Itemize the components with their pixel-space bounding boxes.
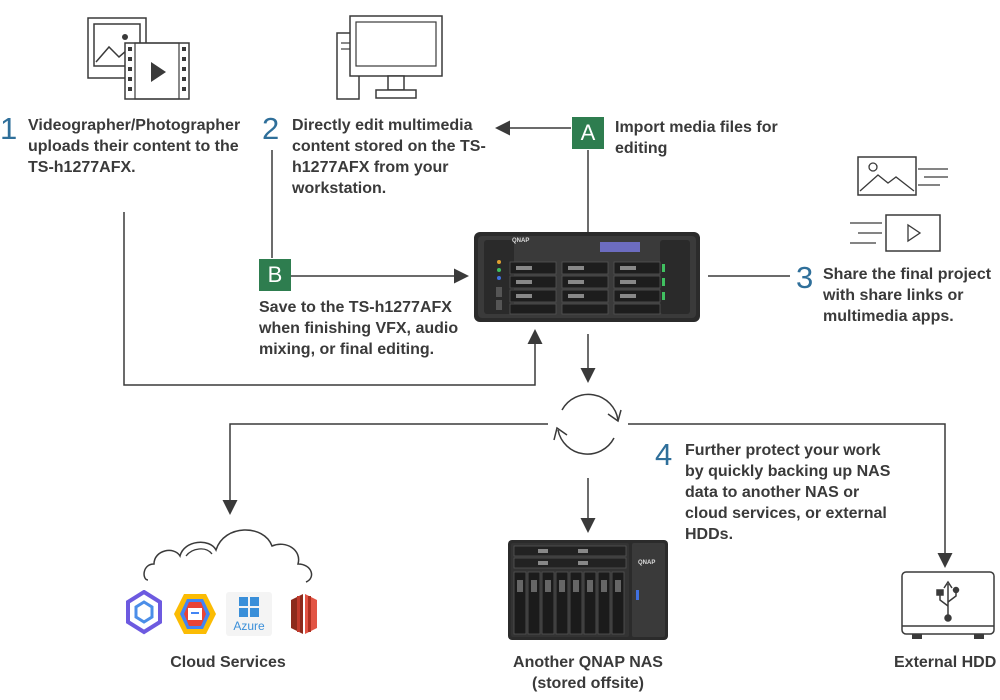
google-cloud-logo-icon xyxy=(174,594,216,634)
main-nas-device: QNAP xyxy=(474,232,700,322)
step-3-text: Share the final project with share links… xyxy=(823,266,992,325)
sync-icon xyxy=(561,393,619,421)
external-hdd-icon xyxy=(901,571,995,639)
windows-icon xyxy=(239,597,259,617)
aws-s3-logo-icon xyxy=(291,594,317,634)
offsite-nas-device: QNAP xyxy=(508,540,668,640)
badge-a: A xyxy=(572,117,604,149)
azure-label: Azure xyxy=(233,619,265,633)
external-hdd-caption: External HDD xyxy=(894,654,997,671)
step-1-number: 1 xyxy=(0,111,18,146)
step-2-number: 2 xyxy=(262,111,280,146)
cloud-icon xyxy=(143,529,313,583)
hdd-arrow xyxy=(628,423,953,568)
offsite-nas-caption-line2: (stored offsite) xyxy=(532,675,644,692)
badge-b-text: Save to the TS-h1277AFX when finishing V… xyxy=(259,299,459,358)
usb-icon xyxy=(936,580,960,622)
upload-line xyxy=(123,212,543,386)
step-4-number: 4 xyxy=(655,437,673,472)
nas2-brand-label: QNAP xyxy=(638,560,655,566)
qnap-cloud-logo-icon xyxy=(126,590,162,635)
badge-a-text: Import media files for editing xyxy=(615,119,778,157)
azure-logo-icon: Azure xyxy=(226,592,272,636)
share-media-icon xyxy=(850,156,948,252)
badge-b: B xyxy=(259,259,291,291)
cloud-arrow xyxy=(222,423,548,515)
media-upload-icon xyxy=(87,17,190,100)
nas-brand-label: QNAP xyxy=(512,238,529,244)
offsite-nas-caption-line1: Another QNAP NAS xyxy=(513,654,663,671)
step-1-text: Videographer/Photographer uploads their … xyxy=(28,117,241,176)
cloud-services-caption: Cloud Services xyxy=(170,654,286,671)
workstation-icon xyxy=(336,15,443,100)
step-4-text: Further protect your work by quickly bac… xyxy=(685,442,891,543)
step-2-text: Directly edit multimedia content stored … xyxy=(292,117,486,197)
step-3-number: 3 xyxy=(796,260,814,295)
